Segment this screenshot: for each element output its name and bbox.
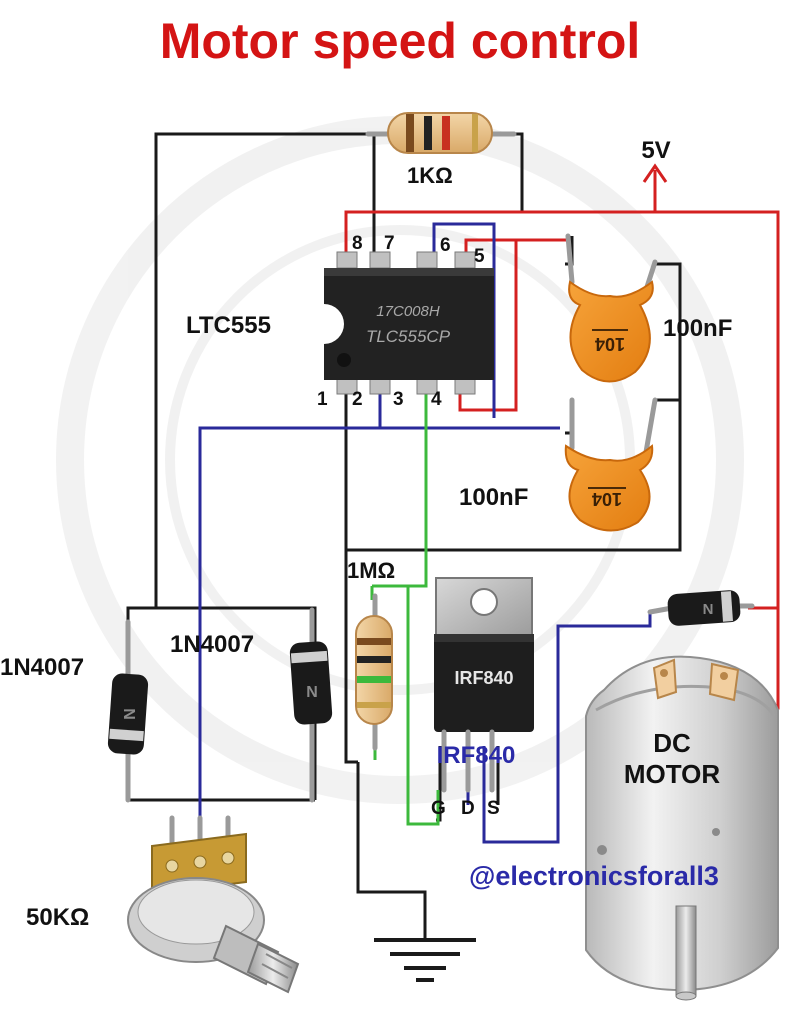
resistor-1m-label: 1MΩ (347, 558, 395, 583)
resistor-1k-label: 1KΩ (407, 163, 453, 188)
ic-555 (324, 251, 494, 395)
pin-1-label: 1 (317, 389, 328, 410)
diode-motor (647, 590, 755, 626)
diode-left-label: 1N4007 (0, 654, 84, 681)
resistor-1m (355, 593, 393, 751)
mosfet-pin-s: S (487, 798, 500, 819)
capacitor-top-code: 104 (595, 334, 625, 354)
motor-label-line2: MOTOR (624, 759, 721, 789)
ground-icon (374, 892, 476, 982)
pin-3-label: 3 (393, 389, 404, 410)
supply-voltage-label: 5V (641, 137, 670, 164)
diode-right-mark: N (306, 684, 318, 701)
page-title: Motor speed control (160, 13, 641, 69)
watermark-handle: @electronicsforall3 (469, 861, 719, 891)
pin-6-label: 6 (440, 235, 451, 256)
mosfet-body-label: IRF840 (454, 668, 513, 688)
pin-8-label: 8 (352, 233, 363, 254)
mosfet-pin-d: D (461, 798, 475, 819)
potentiometer-50k (127, 815, 300, 994)
mosfet-label: IRF840 (437, 742, 516, 769)
diode-right (289, 607, 333, 803)
diode-motor-mark: N (703, 601, 714, 618)
diode-left (107, 619, 149, 803)
diode-right-label: 1N4007 (170, 631, 254, 658)
capacitor-top-label: 100nF (663, 315, 732, 342)
potentiometer-label: 50KΩ (26, 904, 89, 931)
capacitor-bottom (564, 397, 658, 532)
capacitor-bottom-code: 104 (592, 489, 622, 509)
motor-label-line1: DC (653, 728, 691, 758)
green-wires (370, 392, 440, 826)
ic-marking-line2: TLC555CP (366, 327, 451, 346)
capacitor-bottom-label: 100nF (459, 484, 528, 511)
diode-left-mark: N (120, 708, 137, 720)
ic-label: LTC555 (186, 312, 271, 339)
pin-5-label: 5 (474, 246, 485, 267)
pin-7-label: 7 (384, 233, 395, 254)
arrow-up-icon (642, 163, 668, 183)
capacitor-top (565, 233, 658, 383)
ic-marking-line1: 17C008H (376, 303, 440, 320)
pin-2-label: 2 (352, 389, 363, 410)
resistor-1k (365, 112, 517, 154)
mosfet-pin-g: G (431, 798, 446, 819)
pin-4-label: 4 (431, 389, 442, 410)
dc-motor (585, 655, 779, 1001)
mosfet-irf840 (434, 577, 534, 793)
